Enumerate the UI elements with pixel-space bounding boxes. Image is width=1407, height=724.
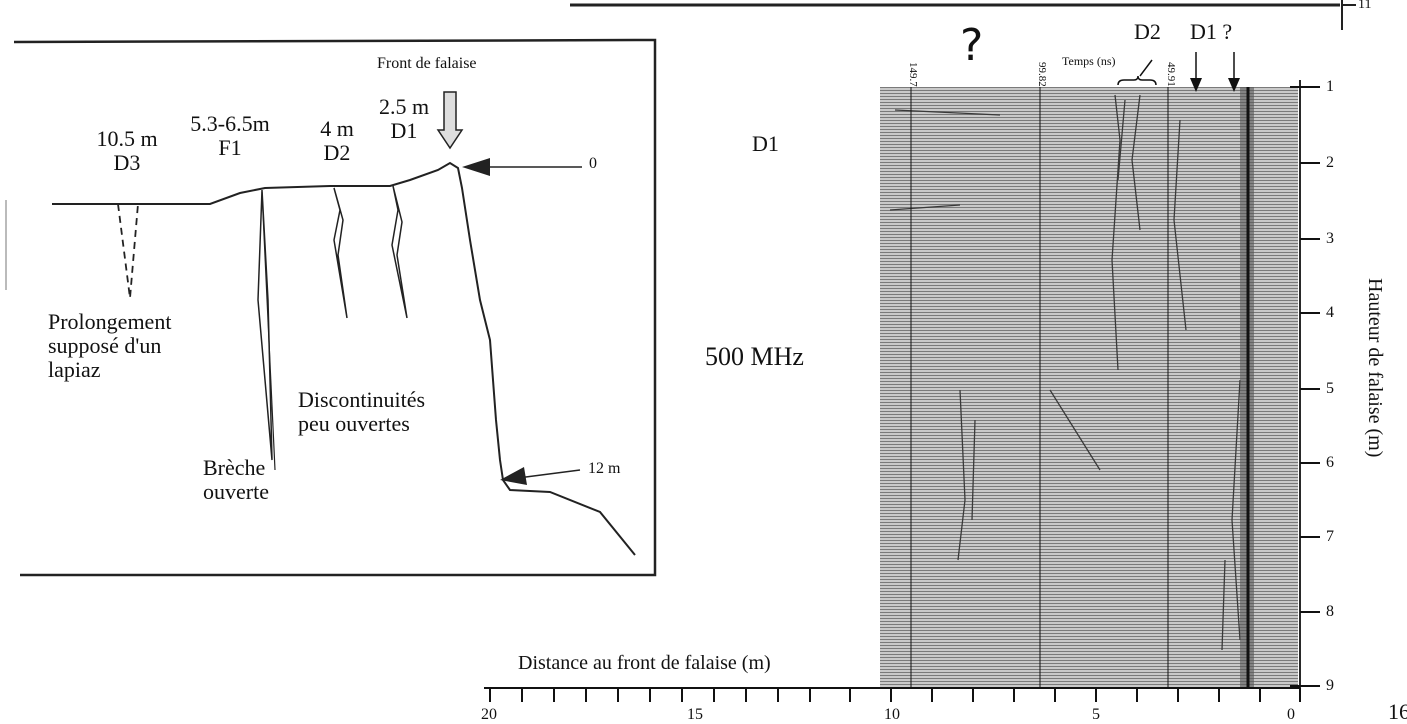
x-tick-20: 20	[481, 706, 497, 723]
corner-page-number: 11	[1358, 0, 1372, 12]
cliff-front-arrow	[436, 91, 464, 150]
side-label-d1: D1	[752, 131, 779, 156]
x-tick-5: 5	[1092, 706, 1100, 723]
d2-bracket	[1117, 75, 1157, 86]
depth-label-d2: 4 m D2	[320, 116, 354, 165]
lapiaz-dashed	[117, 203, 139, 299]
d2-fracture	[333, 187, 348, 319]
feature-label-d1: D1 ?	[1190, 19, 1233, 44]
y-tick-9: 9	[1326, 677, 1334, 694]
feature-label-d2: D2	[1134, 19, 1161, 44]
y-axis-label: Hauteur de falaise (m)	[1364, 278, 1386, 458]
x-tick-0: 0	[1287, 706, 1295, 723]
time-tick-149: 149.7	[907, 62, 919, 87]
breccia-note: Brèche ouverte	[203, 455, 269, 504]
zero-label: 0	[589, 155, 597, 172]
twelve-m-label: 12 m	[588, 460, 621, 477]
cliff-profile	[52, 161, 636, 556]
y-tick-8: 8	[1326, 603, 1334, 620]
x-tick-10: 10	[884, 706, 900, 723]
radargram-reflections	[889, 94, 1241, 651]
d1-fracture	[391, 185, 408, 319]
twelve-m-arrow	[517, 469, 581, 479]
y-tick-7: 7	[1326, 528, 1334, 545]
diagram-frame	[13, 38, 657, 577]
y-tick-3: 3	[1326, 230, 1334, 247]
x-axis-label: Distance au front de falaise (m)	[518, 652, 771, 674]
cliff-front-label: Front de falaise	[377, 55, 477, 72]
time-tick-49: 49.91	[1165, 62, 1177, 87]
time-tick-99: 99.82	[1036, 62, 1048, 87]
x-axis-ticks	[489, 688, 1301, 702]
depth-label-f1: 5.3-6.5m F1	[190, 111, 270, 160]
y-tick-5: 5	[1326, 380, 1334, 397]
depth-label-d1: 2.5 m D1	[378, 94, 430, 143]
depth-label-d3: 10.5 m D3	[96, 126, 158, 175]
y-tick-6: 6	[1326, 454, 1334, 471]
y-tick-2: 2	[1326, 154, 1334, 171]
lapiaz-note: Prolongement supposé d'un lapiaz	[48, 309, 172, 382]
question-mark: ?	[960, 20, 984, 71]
y-axis-ticks	[1290, 86, 1320, 687]
time-axis-label: Temps (ns)	[1062, 54, 1116, 68]
x-tick-15: 15	[687, 706, 703, 723]
frequency-label: 500 MHz	[705, 342, 804, 371]
y-tick-4: 4	[1326, 304, 1334, 321]
radargram	[880, 87, 1298, 687]
breccia-fracture	[257, 189, 273, 461]
page-number: 16	[1388, 699, 1407, 724]
y-tick-1: 1	[1326, 78, 1334, 95]
discontinuities-note: Discontinuités peu ouvertes	[298, 387, 426, 436]
